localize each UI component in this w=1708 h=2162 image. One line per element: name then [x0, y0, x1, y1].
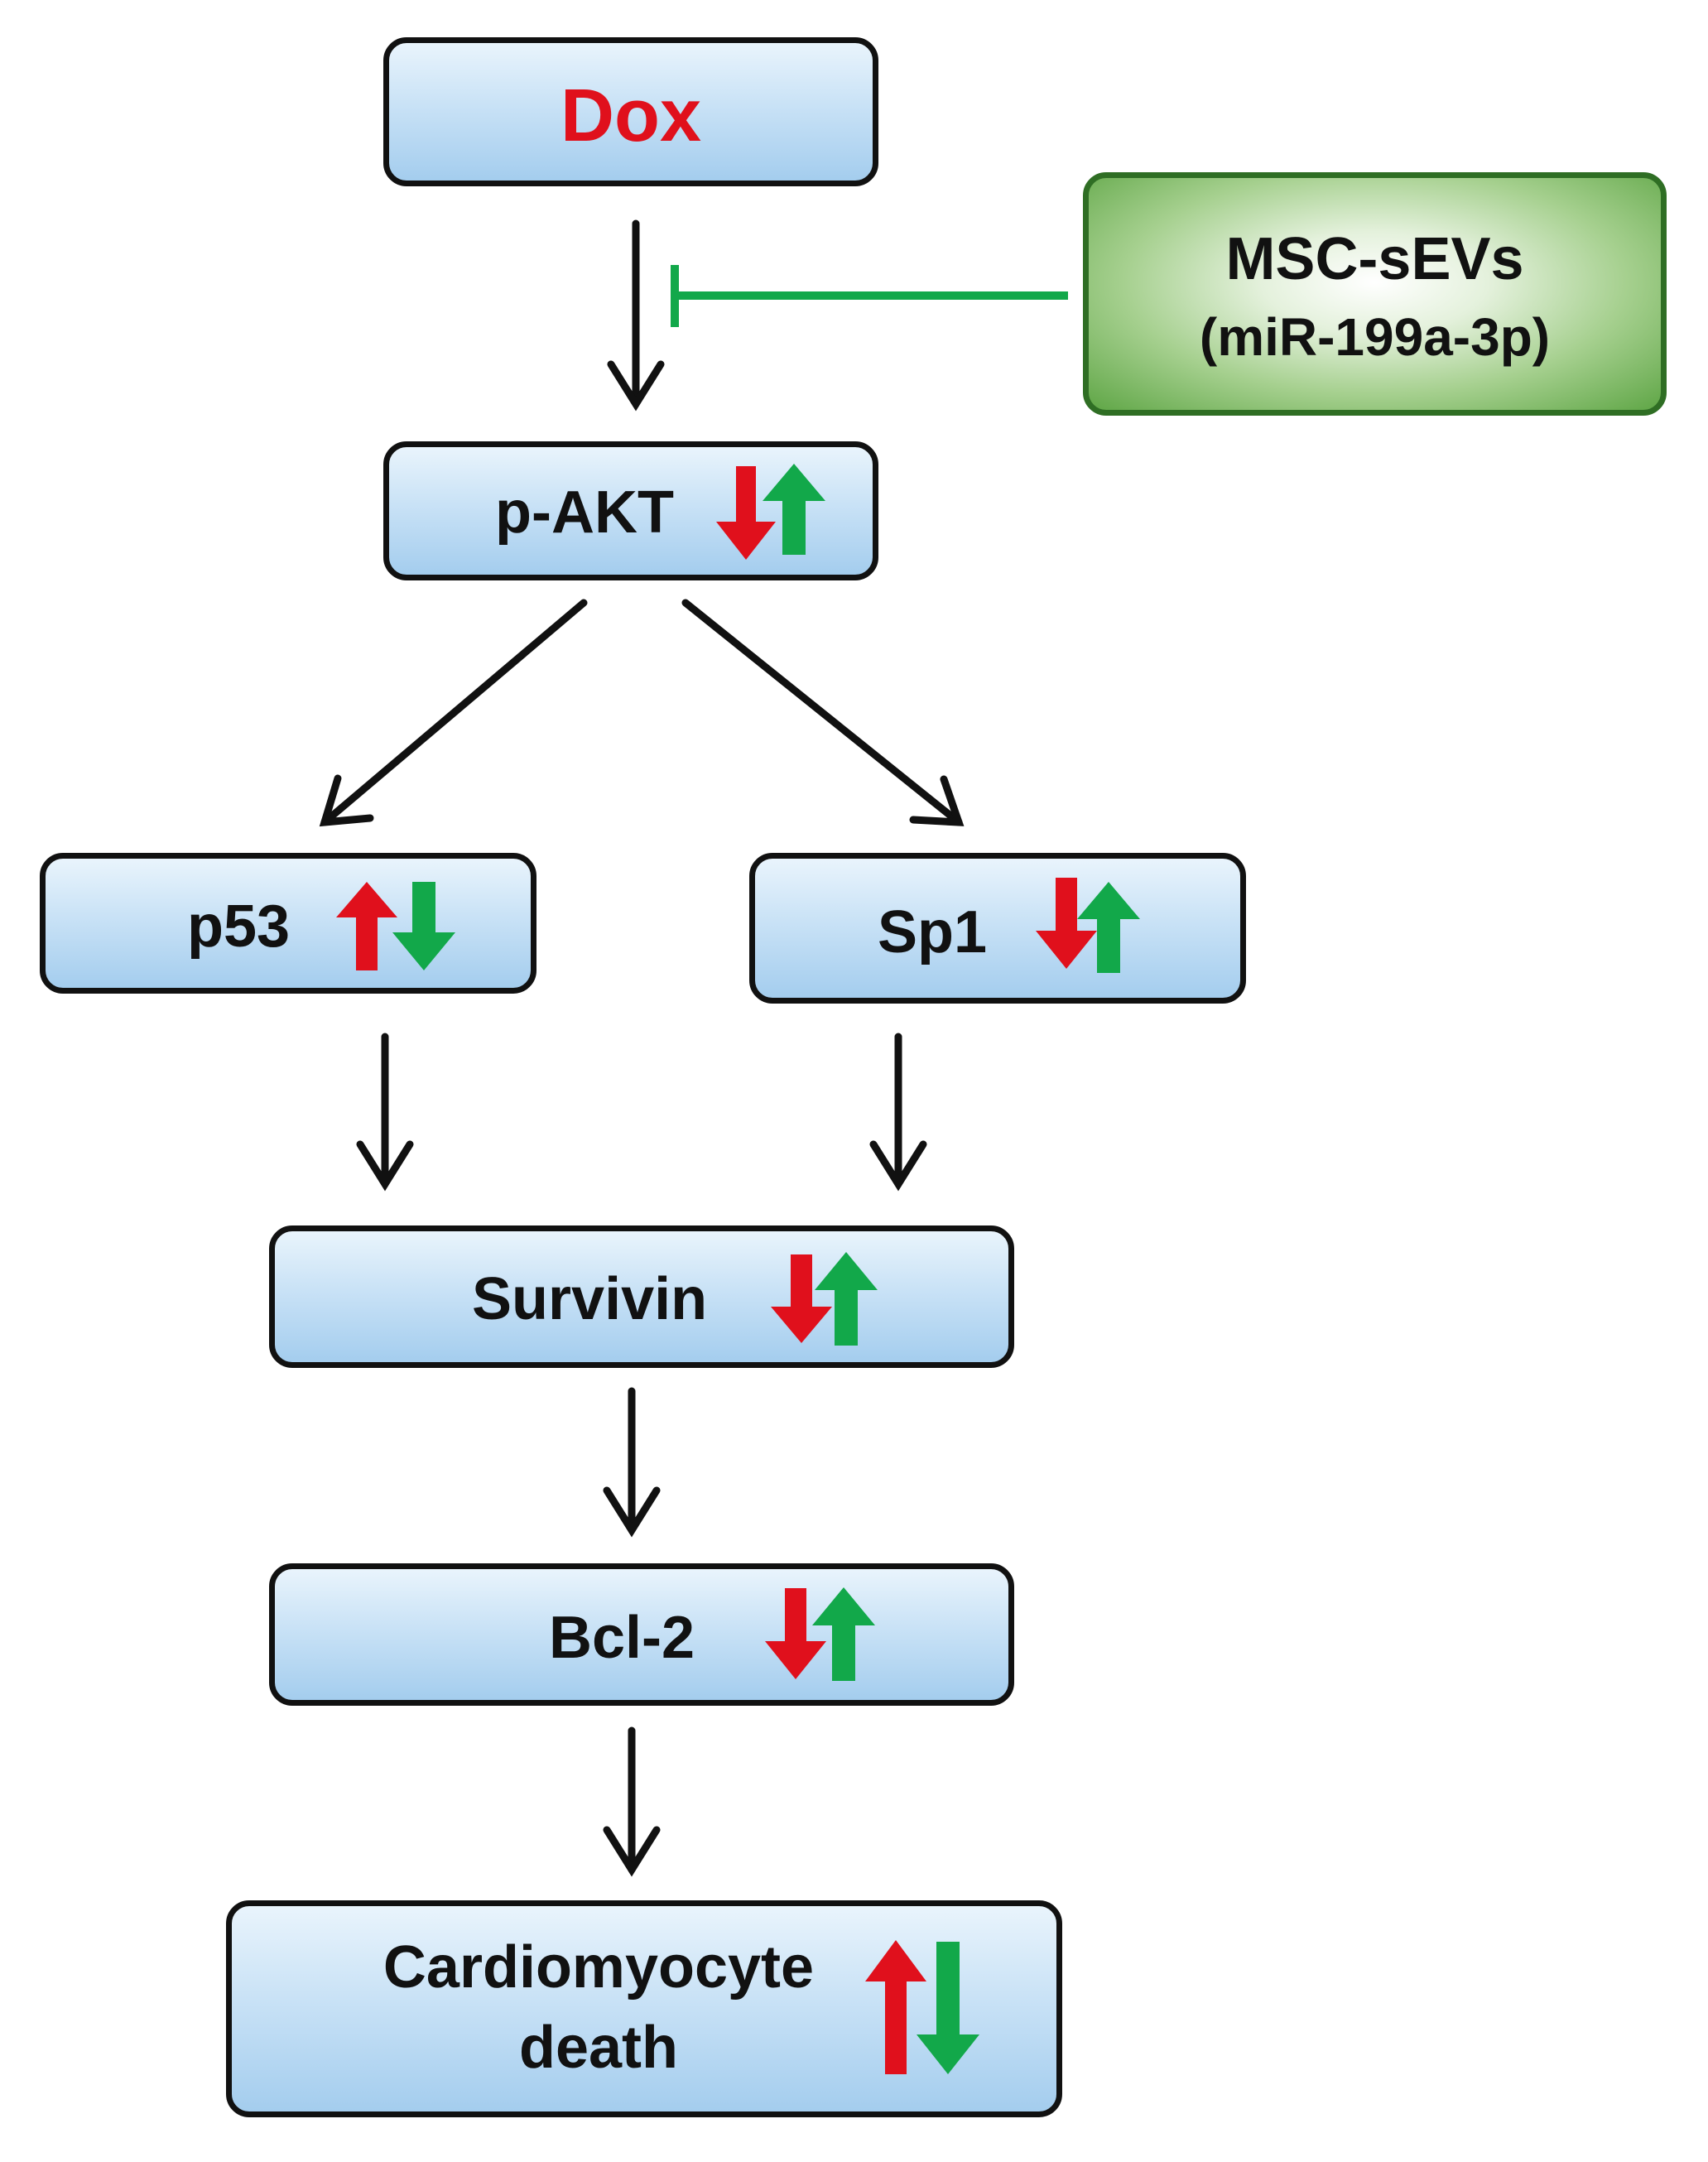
sp1-box	[749, 853, 1246, 1004]
p53-box	[40, 853, 536, 994]
cardiomyocyte-label: Cardiomyocyte	[382, 1934, 815, 2001]
sp1-label: Sp1	[878, 899, 988, 965]
p53-label: p53	[187, 893, 291, 960]
death-red-up-arrow-icon	[865, 1940, 926, 2074]
p53-red-up-arrow-icon	[336, 882, 397, 970]
p-akt-green-up-arrow-icon	[763, 464, 825, 555]
p53-green-down-arrow-icon	[392, 882, 455, 970]
sp1-red-down-arrow-icon	[1036, 878, 1097, 969]
cardiomyocyte-death-box	[226, 1900, 1062, 2117]
survivin-to-bcl2-arrow	[603, 1387, 661, 1538]
dox-to-pakt-arrow	[607, 219, 665, 412]
death-label: death	[518, 2015, 679, 2081]
pakt-to-p53-arrow	[319, 599, 588, 827]
bcl2-green-up-arrow-icon	[812, 1587, 875, 1681]
survivin-label: Survivin	[472, 1266, 708, 1332]
bcl2-red-down-arrow-icon	[765, 1588, 826, 1679]
survivin-box	[269, 1225, 1014, 1368]
p53-to-survivin-arrow	[356, 1033, 414, 1192]
msc-inhibition-line	[671, 265, 1068, 327]
dox-label: Dox	[560, 75, 702, 157]
sp1-to-survivin-arrow	[869, 1033, 927, 1192]
msc-sevs-label: MSC-sEVs	[1225, 226, 1524, 292]
bcl2-label: Bcl-2	[549, 1605, 695, 1671]
pakt-to-sp1-arrow	[681, 599, 965, 826]
sp1-green-up-arrow-icon	[1077, 882, 1140, 973]
survivin-red-down-arrow-icon	[771, 1254, 832, 1343]
p-akt-red-down-arrow-icon	[716, 466, 776, 560]
survivin-green-up-arrow-icon	[815, 1252, 878, 1346]
msc-sevs-box	[1083, 172, 1667, 416]
bcl2-box	[269, 1563, 1014, 1706]
p-akt-label: p-AKT	[495, 479, 674, 546]
death-green-down-arrow-icon	[917, 1942, 979, 2074]
mir-199a-3p-label: (miR-199a-3p)	[1199, 307, 1551, 367]
bcl2-to-death-arrow	[603, 1726, 661, 1877]
dox-box	[383, 37, 878, 186]
